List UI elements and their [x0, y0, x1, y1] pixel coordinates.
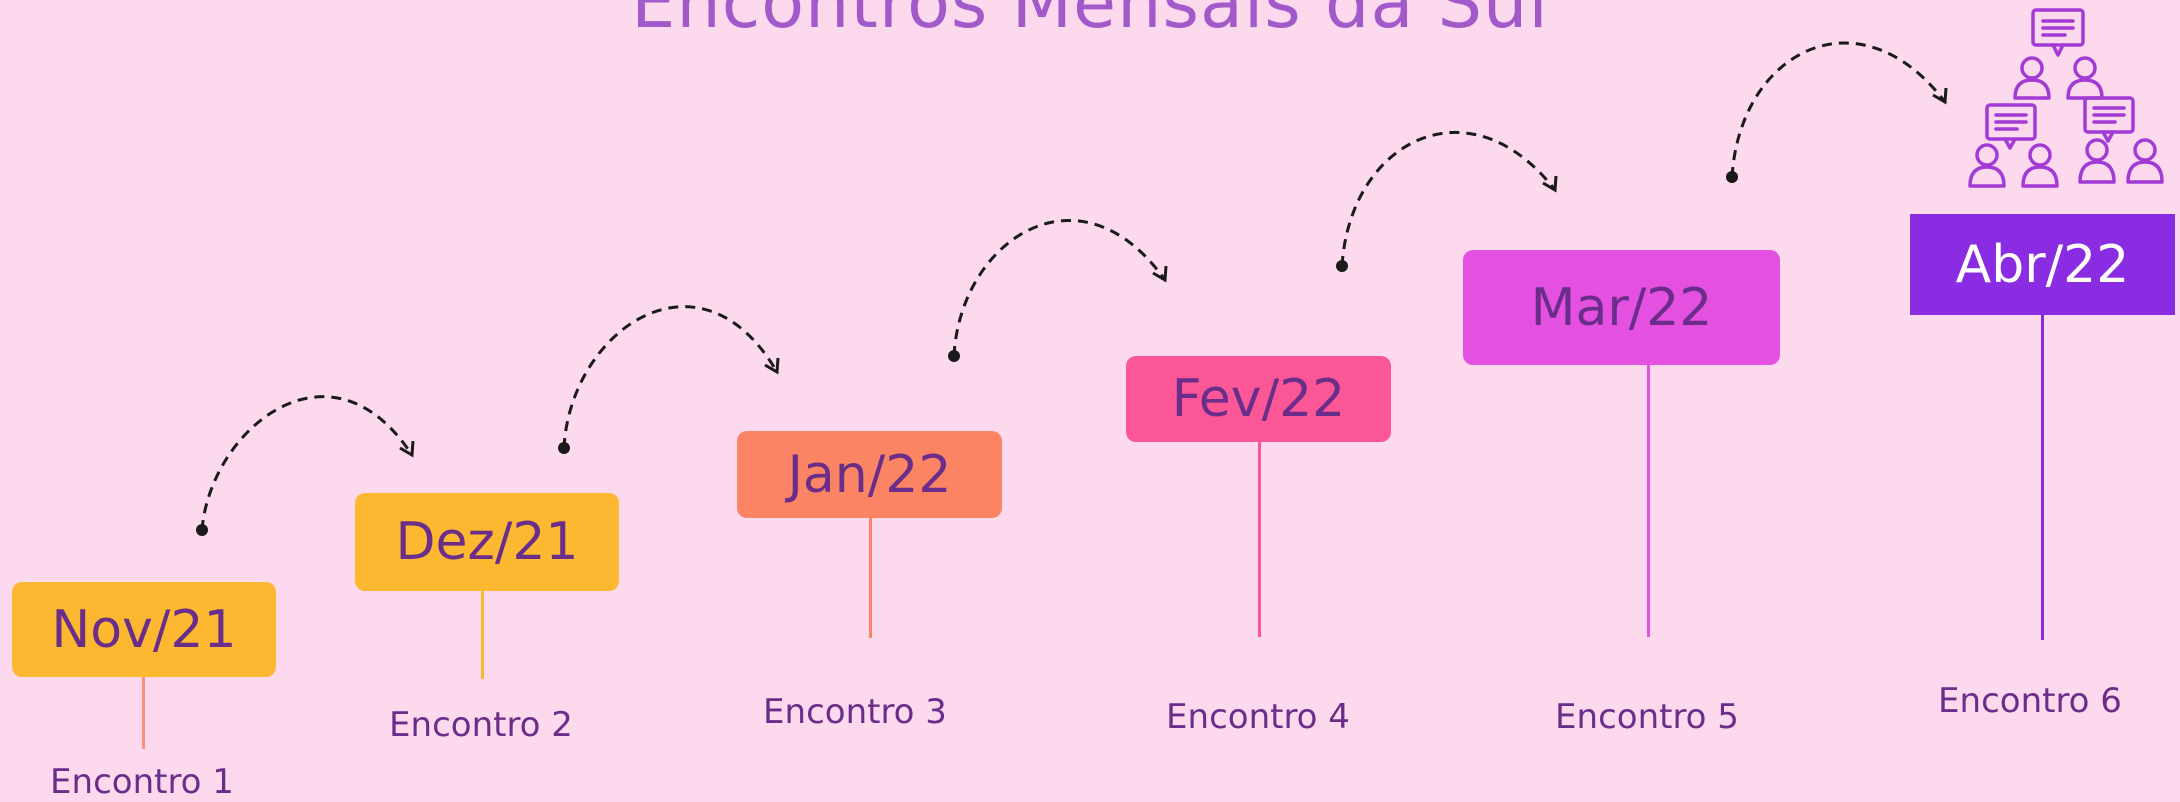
month-box-dez-21: Dez/21 — [355, 493, 619, 591]
month-label: Nov/21 — [51, 599, 237, 660]
timeline-stem — [869, 518, 872, 638]
people-chat-icon — [1968, 8, 2164, 188]
diagram-title: Encontros Mensais da Sul — [631, 0, 1549, 44]
month-label: Dez/21 — [395, 512, 579, 572]
connector-arrow-2 — [562, 305, 779, 449]
timeline-stem — [2041, 315, 2044, 640]
timeline-stem — [1258, 442, 1261, 637]
month-label: Abr/22 — [1955, 234, 2130, 295]
month-label: Mar/22 — [1530, 277, 1713, 338]
connector-arrow-3 — [952, 219, 1167, 357]
encounter-label: Encontro 2 — [389, 705, 573, 745]
encounter-label: Encontro 6 — [1938, 681, 2122, 721]
connector-arrow-5 — [1730, 41, 1947, 178]
timeline-stem — [142, 677, 145, 749]
timeline-stem — [1647, 365, 1650, 637]
connector-arrow-1 — [200, 395, 414, 531]
encounter-label: Encontro 3 — [763, 692, 947, 732]
month-box-mar-22: Mar/22 — [1463, 250, 1780, 365]
month-label: Jan/22 — [787, 444, 952, 505]
encounter-label: Encontro 4 — [1166, 697, 1350, 737]
month-label: Fev/22 — [1171, 369, 1346, 429]
month-box-abr-22: Abr/22 — [1910, 214, 2175, 315]
timeline-stem — [481, 591, 484, 679]
month-box-jan-22: Jan/22 — [737, 431, 1002, 518]
month-box-fev-22: Fev/22 — [1126, 356, 1391, 442]
encounter-label: Encontro 5 — [1555, 697, 1739, 737]
connector-arrow-4 — [1340, 131, 1557, 267]
encounter-label: Encontro 1 — [50, 762, 234, 802]
month-box-nov-21: Nov/21 — [12, 582, 276, 677]
